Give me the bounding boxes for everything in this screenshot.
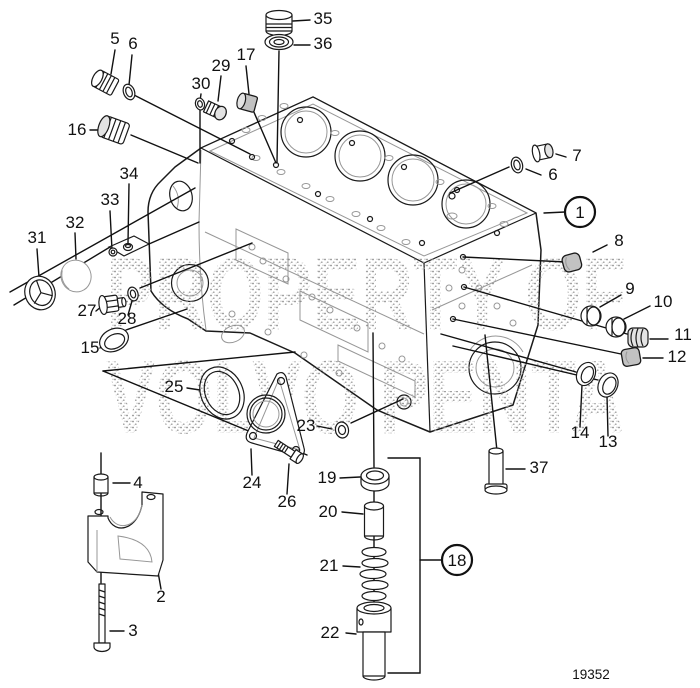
part-29-glyph [202,100,227,121]
part-32-glyph [60,259,92,293]
part-13-label: 13 [599,432,618,451]
part-12-glyph [620,347,642,367]
svg-text:18: 18 [448,551,467,570]
part-34-label: 34 [120,164,139,183]
engine-block-drawing [147,96,542,433]
part-3-label: 3 [128,621,137,640]
part-21-label: 21 [320,556,339,575]
part-14-glyph [575,361,597,387]
part-7-glyph [531,143,554,163]
part-17-label: 17 [237,45,256,64]
deck-holes [228,103,509,247]
part-22-label: 22 [321,623,340,642]
part-37-label: 37 [530,458,549,477]
callout-18: 18 [440,543,474,577]
figure-number: 19352 [572,667,610,682]
part-23-glyph [334,421,350,439]
part-28-label: 28 [118,309,137,328]
part-30-glyph [194,97,206,111]
part-32-label: 32 [66,213,85,232]
part-26-glyph [273,439,304,465]
part-4-label: 4 [133,473,142,492]
part-13-glyph [597,372,619,398]
part-33-glyph [108,247,118,257]
part-5-label: 5 [110,29,119,48]
part-11-glyph [627,327,649,348]
part-30-label: 30 [192,74,211,93]
block-front-flange [169,149,210,331]
part-34-glyph [122,242,134,252]
part-31-glyph [24,275,56,311]
part-24-label: 24 [243,473,262,492]
part-12-label: 12 [668,347,687,366]
part-6-left-glyph [122,83,136,101]
part-15-label: 15 [81,338,100,357]
watermark: PROPERTY OF VOLVO PENTA [106,237,626,456]
part-4-glyph [93,473,109,497]
part-29-label: 29 [212,56,231,75]
part-14-label: 14 [571,423,590,442]
part-33-label: 33 [101,190,120,209]
part-20-glyph [363,501,385,541]
part-10-label: 10 [654,292,673,311]
part-36-label: 36 [314,34,333,53]
part-9-label: 9 [625,279,634,298]
part-35-label: 35 [314,9,333,28]
part-2-label: 2 [156,587,165,606]
part-2-glyph [87,491,164,577]
part-5-glyph [91,69,120,96]
callouts-layer: 1 18 [440,195,597,577]
part-19-label: 19 [318,468,337,487]
part-9-glyph [580,305,602,327]
part-22-glyph [356,601,392,681]
part-27-glyph [98,294,127,315]
part-16-glyph [97,115,130,145]
part-6-label-right: 6 [548,165,557,184]
part-31-label: 31 [28,228,47,247]
part-23-label: 23 [297,416,316,435]
part-36-glyph [264,33,294,51]
part-3-glyph [93,583,111,653]
part-21-glyph [359,546,389,602]
part-25-label: 25 [165,377,184,396]
part-8-label: 8 [614,231,623,250]
svg-text:1: 1 [575,203,584,222]
watermark-line-2: VOLVO PENTA [106,340,624,456]
part-26-label: 26 [278,492,297,511]
block-front-face-details [204,228,425,410]
part-11-label: 11 [674,325,692,344]
part-25-glyph [199,366,245,420]
part-37-glyph [484,447,508,495]
part-17-glyph [236,92,259,113]
part-7-label: 7 [572,146,581,165]
part-15-glyph [99,327,129,353]
part-20-label: 20 [319,502,338,521]
part-28-glyph [127,286,139,302]
part-6-right-glyph [510,156,524,174]
part-6-label-left: 6 [128,34,137,53]
watermark-line-1: PROPERTY OF [106,237,626,353]
part-35-glyph [265,9,293,37]
part-27-label: 27 [78,301,97,320]
part-10-glyph [605,316,627,338]
part-19-glyph [360,467,390,492]
part-8-glyph [561,252,583,273]
parts-layer [24,9,649,681]
callout-1: 1 [563,195,597,229]
part-16-label: 16 [68,120,87,139]
